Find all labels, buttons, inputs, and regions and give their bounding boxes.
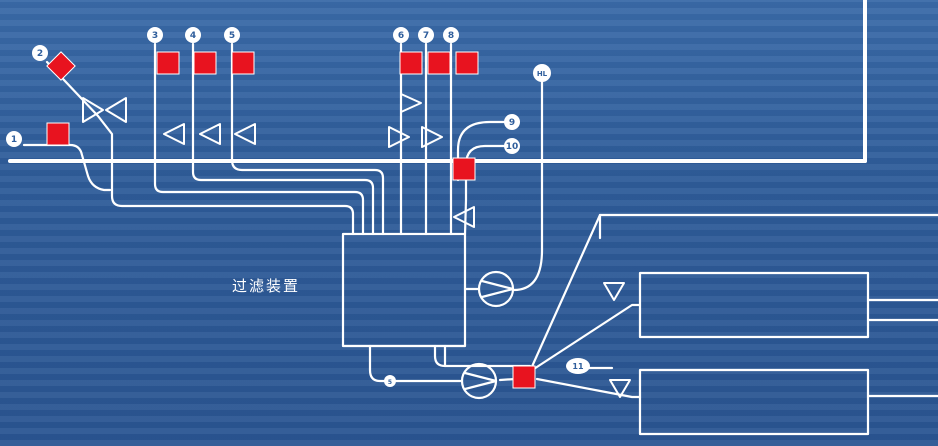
svg-text:4: 4 (190, 31, 196, 41)
valve-5 (231, 51, 255, 75)
svg-text:5: 5 (388, 379, 392, 386)
svg-text:8: 8 (448, 31, 454, 41)
line-1 (22, 143, 112, 192)
circle-10: 10 (504, 138, 520, 154)
svg-text:6: 6 (398, 31, 404, 41)
valve-4 (193, 51, 217, 75)
tank-lower (638, 368, 870, 436)
pump-to-tank-lower (535, 377, 642, 399)
valve-7 (427, 51, 451, 75)
circle-5: 5 (224, 27, 240, 43)
flow-triangle-1 (82, 97, 104, 123)
filter-to-pump-lower (368, 344, 464, 383)
diamond-valve (46, 51, 76, 81)
svg-text:2: 2 (37, 49, 43, 59)
flow-triangle-2 (105, 97, 127, 123)
circle-small: 5 (384, 375, 396, 387)
flow-triangle-10 (603, 282, 625, 301)
flow-triangle-11 (609, 379, 631, 398)
circle-6: 6 (393, 27, 409, 43)
flow-triangle-5 (234, 123, 256, 145)
filter-unit-box (341, 232, 467, 348)
circle-1: 1 (6, 131, 22, 147)
pump-to-tank-upper (518, 303, 642, 380)
filter-drain (433, 344, 532, 368)
valve-pump-outlet (512, 365, 536, 389)
svg-text:7: 7 (423, 31, 429, 41)
svg-text:9: 9 (509, 118, 515, 128)
flow-triangle-3 (163, 123, 185, 145)
filter-unit-label: 过滤装置 (232, 277, 301, 295)
line-5 (230, 42, 385, 236)
line-4 (191, 42, 375, 236)
svg-text:10: 10 (506, 142, 519, 152)
svg-text:1: 1 (11, 135, 17, 145)
circle-2: 2 (32, 45, 48, 61)
line-3 (153, 42, 365, 236)
line-hl (512, 80, 544, 292)
valve-8 (455, 51, 479, 75)
circle-11: 11 (566, 358, 590, 374)
circle-hl: HL (533, 64, 551, 82)
circle-3: 3 (147, 27, 163, 43)
svg-text:5: 5 (229, 31, 235, 41)
pump-lower (460, 362, 498, 400)
valve-6 (399, 51, 423, 75)
line-2 (45, 60, 355, 236)
circle-9: 9 (504, 114, 520, 130)
svg-text:11: 11 (572, 362, 584, 371)
pump-upper-arrow (480, 279, 515, 299)
line-9 (456, 120, 506, 182)
svg-text:3: 3 (152, 31, 158, 41)
valve-9 (452, 157, 476, 181)
svg-text:HL: HL (537, 70, 548, 78)
supply-line-frame (528, 213, 938, 373)
circle-7: 7 (418, 27, 434, 43)
pump-upper (477, 270, 515, 308)
valve-1 (46, 122, 70, 146)
flow-triangle-7 (388, 126, 410, 148)
valve-3 (156, 51, 180, 75)
tank-upper (638, 271, 870, 339)
circle-4: 4 (185, 27, 201, 43)
circle-8: 8 (443, 27, 459, 43)
flow-triangle-6 (400, 93, 422, 113)
flow-triangle-9 (453, 206, 475, 228)
flow-triangle-8 (421, 126, 443, 148)
flow-triangle-4 (199, 123, 221, 145)
pump-lower-arrow (463, 371, 498, 391)
